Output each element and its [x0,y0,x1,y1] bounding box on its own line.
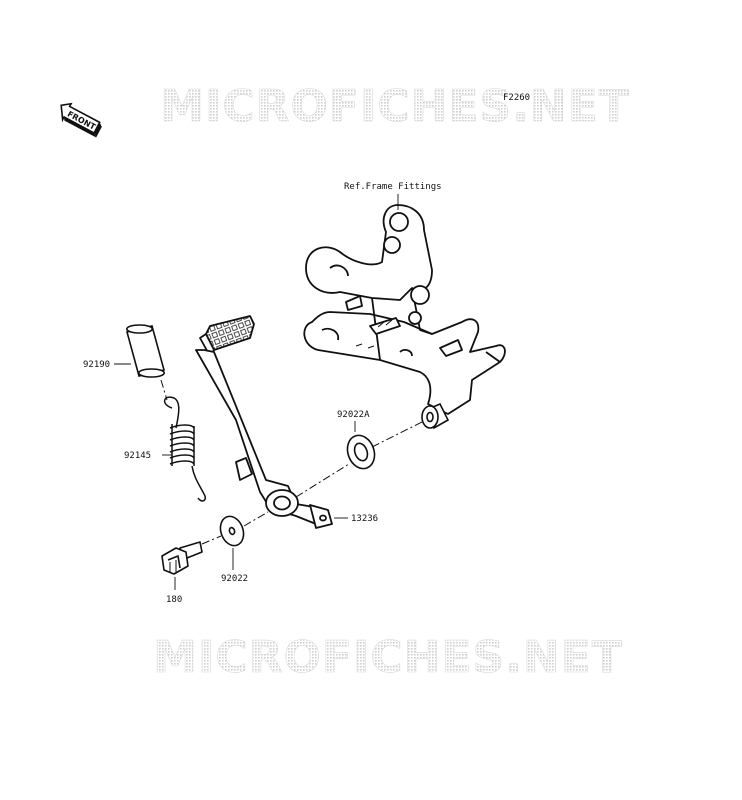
washer-92022 [219,515,245,547]
callout-180: 180 [166,595,182,605]
callout-frame-fittings: Ref.Frame Fittings [344,182,442,192]
brake-pedal [195,315,333,529]
return-spring [163,396,207,502]
callout-92190: 92190 [83,360,110,370]
watermark-bottom: MICROFICHES.NET [153,632,623,683]
watermark-top: MICROFICHES.NET [160,81,630,132]
callout-92145: 92145 [124,451,151,461]
leader-lines [114,194,399,590]
diagram-code: F2260 [503,93,530,103]
pivot-boss [421,402,450,430]
assembly-lines [160,379,425,545]
spring-sleeve [126,324,166,378]
callout-13236: 13236 [351,514,378,524]
bolt-180 [161,541,203,575]
callout-92022: 92022 [221,574,248,584]
frame-fitting-bracket [303,204,506,415]
washer-92022a [346,434,376,470]
callout-92022a: 92022A [337,410,370,420]
front-arrow-icon: FRONT [60,102,102,138]
